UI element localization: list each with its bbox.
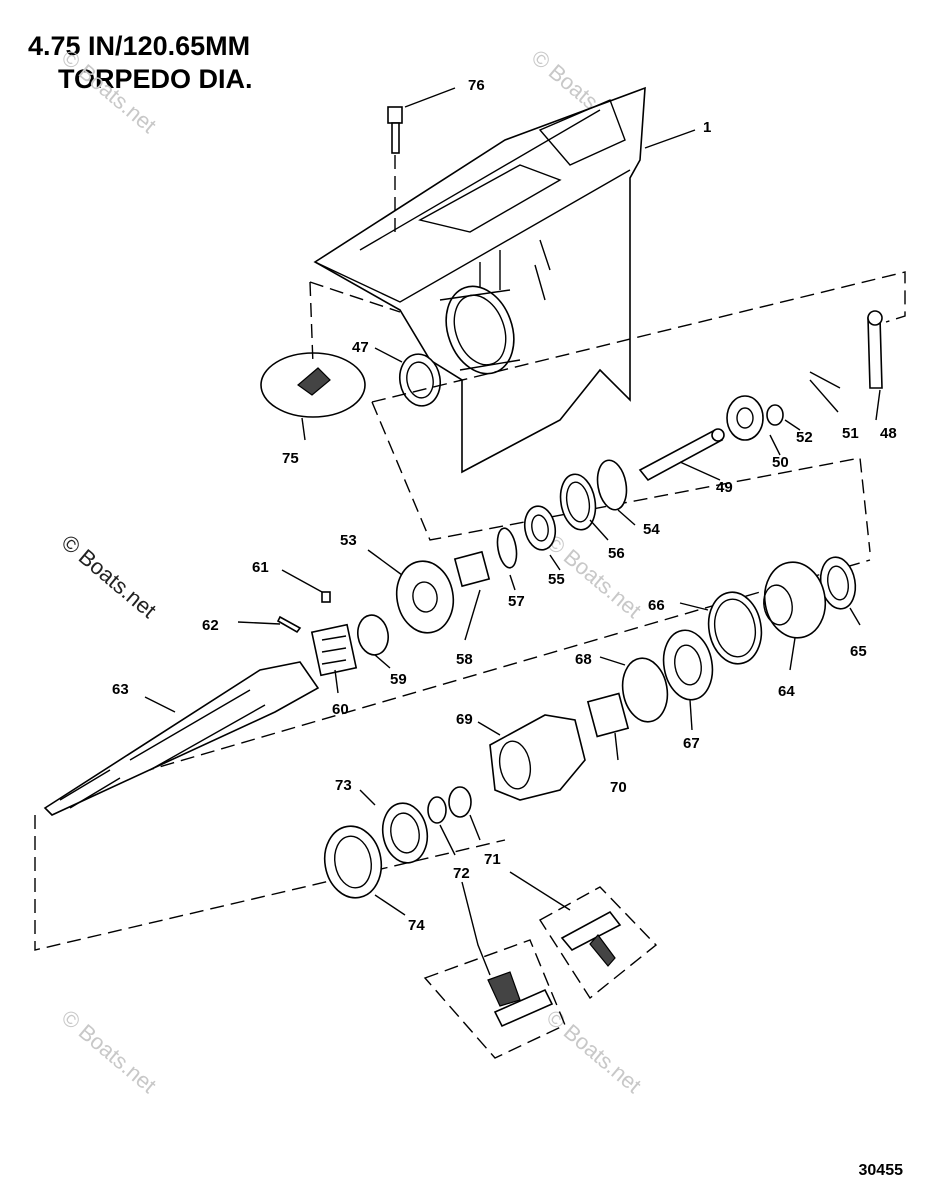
reverse-parts bbox=[323, 786, 472, 899]
forward-gear-assembly bbox=[489, 556, 857, 801]
watermark-bottom-left: © Boats.net bbox=[57, 1005, 161, 1098]
label-47: 47 bbox=[352, 339, 369, 356]
gear-housing bbox=[313, 86, 646, 474]
label-60: 60 bbox=[332, 701, 349, 718]
assembly-envelope-mid bbox=[79, 559, 871, 791]
label-58: 58 bbox=[456, 651, 473, 668]
label-68: 68 bbox=[575, 651, 592, 668]
part-labels: 76 1 47 75 48 51 52 50 49 54 56 55 57 53… bbox=[112, 77, 897, 934]
label-67: 67 bbox=[683, 735, 700, 752]
diagram-title: 4.75 IN/120.65MM TORPEDO DIA. bbox=[28, 30, 253, 96]
assembly-envelope-lower bbox=[371, 401, 871, 553]
label-49: 49 bbox=[716, 479, 733, 496]
label-59: 59 bbox=[390, 671, 407, 688]
title-line-1: 4.75 IN/120.65MM bbox=[28, 31, 251, 61]
assembly-envelope-shaft bbox=[34, 815, 506, 951]
label-63: 63 bbox=[112, 681, 129, 698]
label-73: 73 bbox=[335, 777, 352, 794]
watermark-left: © Boats.net bbox=[57, 530, 161, 623]
label-51: 51 bbox=[842, 425, 859, 442]
propeller-shaft-63 bbox=[43, 661, 320, 816]
label-48: 48 bbox=[880, 425, 897, 442]
bearing-stack bbox=[357, 459, 628, 656]
assembly-envelope-upper bbox=[371, 271, 906, 403]
watermark-top-left: © Boats.net bbox=[57, 45, 161, 138]
label-53: 53 bbox=[340, 532, 357, 549]
label-69: 69 bbox=[456, 711, 473, 728]
label-57: 57 bbox=[508, 593, 525, 610]
label-56: 56 bbox=[608, 545, 625, 562]
leader-lines bbox=[144, 87, 881, 976]
watermark-bottom-right: © Boats.net bbox=[542, 1005, 646, 1098]
label-1: 1 bbox=[703, 119, 711, 136]
cover-plate-75 bbox=[260, 281, 401, 418]
label-61: 61 bbox=[252, 559, 269, 576]
title-line-2: TORPEDO DIA. bbox=[58, 64, 253, 94]
seal-47 bbox=[398, 353, 442, 407]
detail-boxes bbox=[423, 886, 658, 1059]
bolt-76 bbox=[387, 106, 403, 232]
label-50: 50 bbox=[772, 454, 789, 471]
label-52: 52 bbox=[796, 429, 813, 446]
label-72: 72 bbox=[453, 865, 470, 882]
label-64: 64 bbox=[778, 683, 795, 700]
label-70: 70 bbox=[610, 779, 627, 796]
label-66: 66 bbox=[648, 597, 665, 614]
label-74: 74 bbox=[408, 917, 425, 934]
label-76: 76 bbox=[468, 77, 485, 94]
label-62: 62 bbox=[202, 617, 219, 634]
label-75: 75 bbox=[282, 450, 299, 467]
label-71: 71 bbox=[484, 851, 501, 868]
reference-number: 30455 bbox=[858, 1162, 904, 1179]
label-65: 65 bbox=[850, 643, 867, 660]
label-55: 55 bbox=[548, 571, 565, 588]
shift-parts bbox=[638, 310, 883, 482]
clutch-parts bbox=[276, 591, 358, 677]
label-54: 54 bbox=[643, 521, 660, 538]
